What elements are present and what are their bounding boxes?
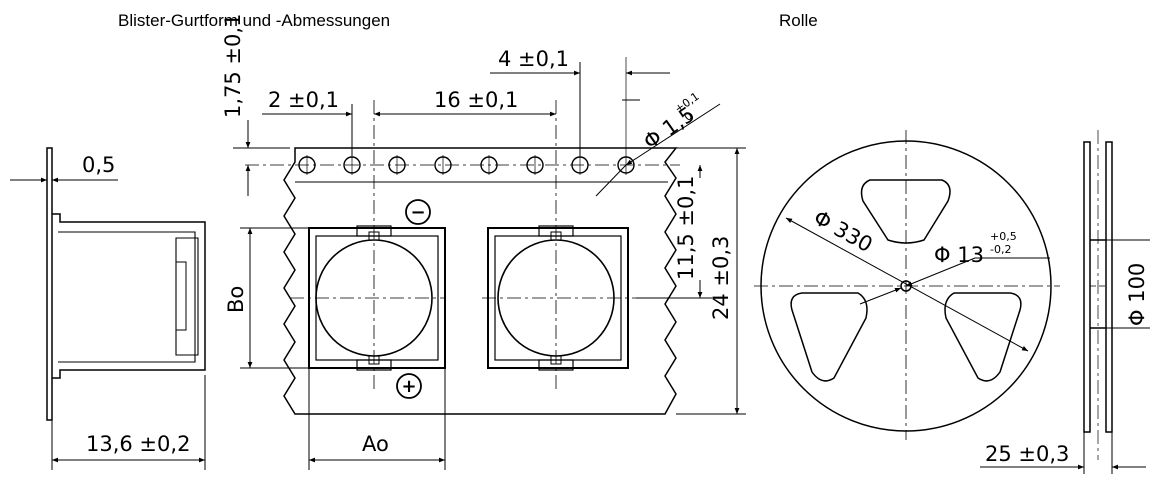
depth-label: 13,6 ±0,2 — [86, 432, 190, 456]
cover-tape — [46, 147, 53, 421]
hub-diameter-tol-lower: -0,2 — [990, 243, 1011, 256]
minus-mark — [405, 199, 431, 225]
cell-offset-label: 2 ±0,1 — [268, 88, 339, 112]
cell-offset-y-label: 11,5 ±0,1 — [674, 176, 698, 280]
tape-top-view — [245, 57, 680, 415]
cavity-inner — [58, 231, 196, 363]
reel-window-left — [790, 292, 868, 382]
plus-mark — [396, 373, 422, 399]
hole-diameter-label: Φ 1,5 +0,1 0 — [639, 90, 702, 154]
cavity-profile — [52, 213, 206, 379]
reel-view — [754, 130, 1060, 440]
tape-dimensions — [233, 62, 746, 470]
cover-thickness-label: 0,5 — [82, 153, 115, 177]
ao-label: Ao — [362, 432, 389, 456]
cell-shell — [175, 237, 199, 356]
cell-pitch-label: 16 ±0,1 — [434, 88, 518, 112]
minus-sign: − — [410, 202, 425, 223]
hub-diameter-tol-upper: +0,5 — [990, 230, 1017, 243]
tape-title: Blister-Gurtform und -Abmessungen — [118, 11, 391, 30]
hole-pitch-label: 4 ±0,1 — [498, 47, 569, 71]
plus-sign: + — [401, 376, 416, 397]
edge-offset-label: 1,75 ±0,1 — [221, 14, 245, 118]
core-diameter-label: Φ 100 — [1125, 263, 1149, 326]
tape-outline — [283, 147, 678, 415]
hub-diameter-label: Φ 13 — [934, 243, 984, 267]
side-profile-view — [10, 147, 206, 470]
reel-title: Rolle — [779, 11, 818, 30]
cell-step — [176, 261, 187, 331]
hole-diameter-value: Φ 1,5 — [639, 102, 699, 154]
reel-window-right — [944, 292, 1022, 382]
reel-width-label: 25 ±0,3 — [985, 442, 1069, 466]
bo-label: Bo — [224, 286, 248, 313]
reel-side-view — [980, 130, 1150, 474]
tape-width-label: 24 ±0,3 — [709, 236, 733, 320]
